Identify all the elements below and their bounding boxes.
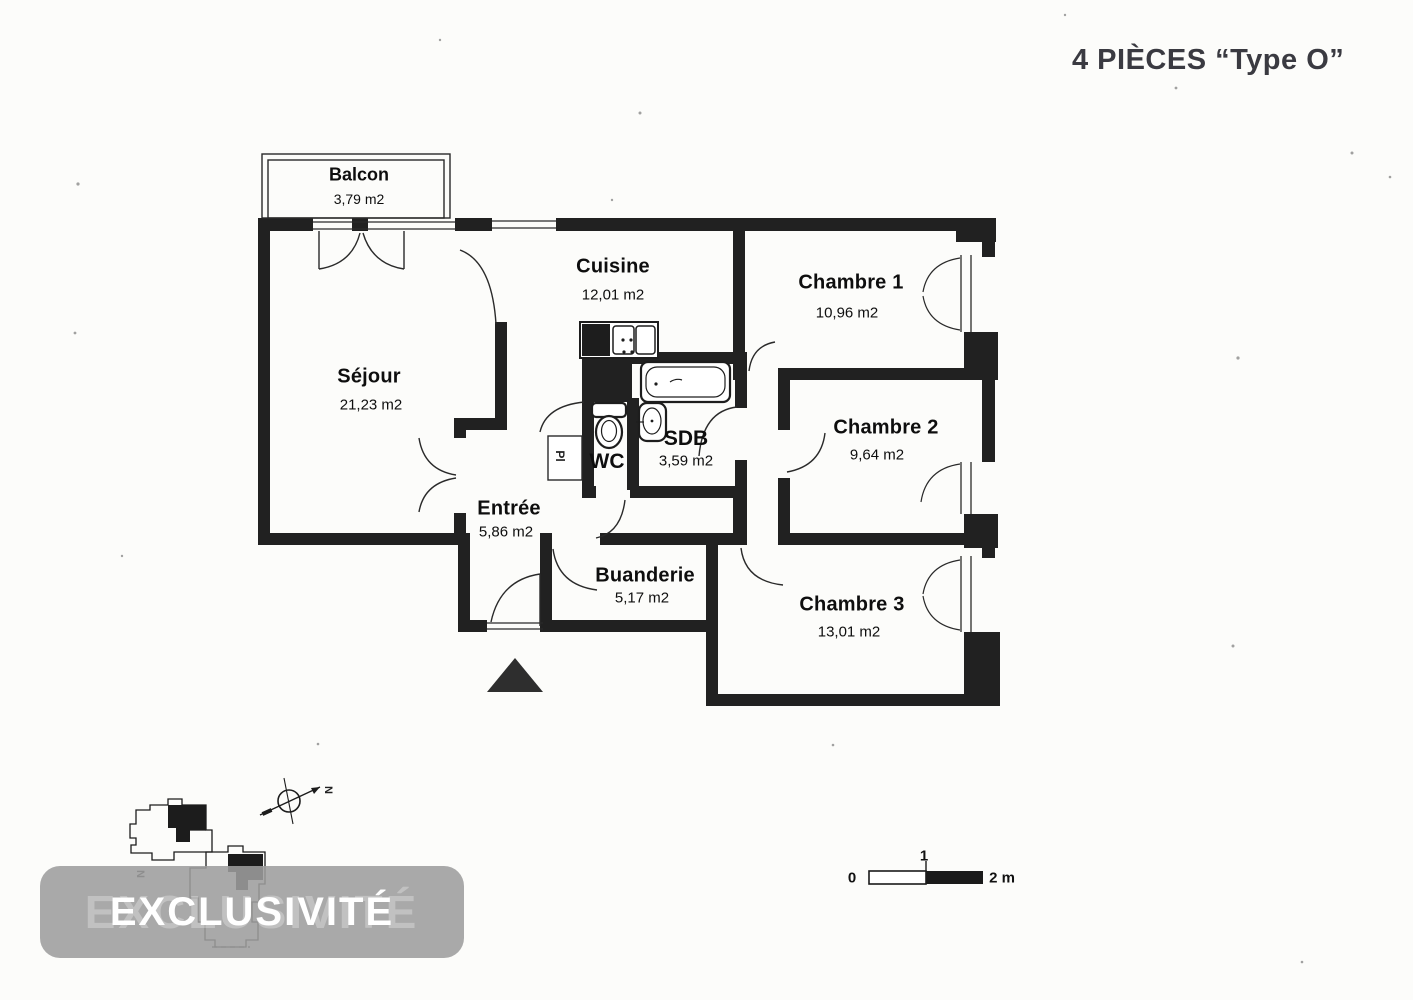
room-name-sejour: Séjour <box>337 365 401 388</box>
room-name-buanderie: Buanderie <box>595 564 695 587</box>
compass-icon <box>259 777 321 825</box>
watermark-ghost-text: EXCLUSIVITÉ <box>84 886 420 938</box>
window-lines <box>313 220 972 632</box>
room-area-chambre3: 13,01 m2 <box>817 623 881 641</box>
washbasin <box>636 401 668 443</box>
balcony-outline <box>261 153 451 219</box>
room-name-wc: WC <box>589 450 625 473</box>
window-casement-arcs <box>920 257 961 631</box>
room-area-cuisine: 12,01 m2 <box>581 286 645 304</box>
scale-label-zero: 0 <box>847 869 857 887</box>
room-area-sejour: 21,23 m2 <box>339 396 403 414</box>
room-area-sdb: 3,59 m2 <box>658 452 714 470</box>
room-name-sdb: SDB <box>663 427 709 450</box>
kitchen-sink-counter <box>579 321 659 359</box>
watermark-band: EXCLUSIVITÉ EXCLUSIVITÉ <box>40 866 464 958</box>
scan-specks <box>73 13 1392 964</box>
door-swings <box>318 231 826 626</box>
scale-bar <box>868 861 983 885</box>
room-name-balcon: Balcon <box>328 164 390 185</box>
scale-label-one: 1 <box>919 847 929 865</box>
room-area-entree: 5,86 m2 <box>478 523 534 541</box>
room-area-balcon: 3,79 m2 <box>333 191 385 207</box>
room-area-chambre2: 9,64 m2 <box>849 446 905 464</box>
entrance-arrow <box>487 658 543 692</box>
toilet <box>590 401 628 450</box>
room-name-chambre2: Chambre 2 <box>833 416 939 439</box>
room-area-buanderie: 5,17 m2 <box>614 589 670 607</box>
watermark-text: EXCLUSIVITÉ <box>109 889 395 934</box>
room-name-chambre1: Chambre 1 <box>798 271 904 294</box>
scale-label-two: 2 m <box>989 869 1015 887</box>
room-name-cuisine: Cuisine <box>576 255 650 278</box>
compass-north-label: N <box>322 786 334 794</box>
closet-box <box>547 435 583 481</box>
room-name-entree: Entrée <box>477 497 541 520</box>
room-name-chambre3: Chambre 3 <box>799 593 905 616</box>
room-name-placard: Pl <box>553 450 567 462</box>
room-area-chambre1: 10,96 m2 <box>815 304 879 322</box>
page-title: 4 PIÈCES “Type O” <box>1072 44 1345 76</box>
bathtub <box>639 360 732 404</box>
